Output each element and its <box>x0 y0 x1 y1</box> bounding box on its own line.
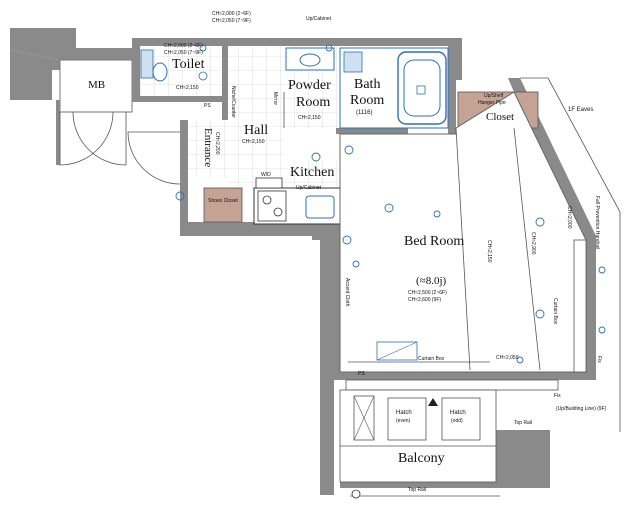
shoes-closet-label: Shoes Closet <box>208 198 238 204</box>
fix-1: Fix <box>596 356 602 363</box>
entrance-ch: CH≈2,200 <box>214 132 220 155</box>
hatch-odd-box <box>441 397 481 441</box>
top-rail-2: Top Rail <box>408 487 427 493</box>
bedroom-floor <box>339 91 587 373</box>
bedroom-size: (≈8.0j) <box>416 275 447 287</box>
powder-ch: CH≈2,150 <box>298 115 321 121</box>
room-entrance: Entrance <box>202 128 214 168</box>
hatch-even-box <box>387 397 427 441</box>
room-bath: Bath <box>354 77 381 92</box>
balcony-bottom-rail <box>340 482 500 488</box>
mb-block <box>59 59 133 113</box>
washer <box>255 177 283 189</box>
window-strip <box>345 379 559 391</box>
up-cabinet-kitchen: Up/Cabinet <box>296 185 322 191</box>
bath-bottom-wall <box>336 128 408 134</box>
hall-floor <box>228 46 284 166</box>
hall-top-wall <box>222 46 228 156</box>
balcony <box>339 389 500 499</box>
toilet-left-wall <box>132 38 140 100</box>
bath-drain <box>416 85 426 95</box>
ch-2150-a: CH≈2,150 <box>486 240 492 263</box>
powder-sink <box>285 47 335 71</box>
top-right-wall <box>455 38 462 80</box>
top-wall <box>132 38 462 46</box>
hatch-1: Hatch <box>396 410 412 416</box>
room-bath-room: Room <box>350 93 385 108</box>
ch-top-1: CH≈2,000 (2~6F) <box>212 11 251 17</box>
mb-label: MB <box>88 79 106 91</box>
ceiling-line-1 <box>455 127 471 371</box>
up-building-line: (Up/Building Line) (9F) <box>556 406 607 412</box>
closet-hanger: Hanger Pipe <box>478 100 506 106</box>
left-lower-block <box>180 222 320 236</box>
north-arrow <box>428 398 438 406</box>
bathtub-inner <box>403 59 441 117</box>
ps-bottom: PS <box>358 371 365 377</box>
niche-label: Niche/Counter <box>230 86 236 118</box>
kitchen-sink <box>305 195 335 219</box>
ch-2900: CH≈2,900 <box>530 232 536 255</box>
room-bedroom: Bed Room <box>404 234 465 249</box>
accent-cloth: Accent Cloth <box>344 278 350 307</box>
room-toilet: Toilet <box>172 57 205 72</box>
toilet-fixture <box>140 49 208 82</box>
bedroom <box>339 91 587 373</box>
shower-area <box>343 51 363 73</box>
wd-label: W/D <box>261 172 271 178</box>
ps-left: PS <box>204 103 211 109</box>
hatch-2: Hatch <box>450 410 466 416</box>
right-window <box>573 239 587 373</box>
mirror-label: Mirror <box>272 92 278 106</box>
lower-left-wall <box>312 222 334 495</box>
electrical-markers <box>175 44 606 364</box>
curtain-box-h: Curtain Box <box>418 356 445 362</box>
toilet-ch-1: CH≈2,000 (2~6F) <box>164 43 203 49</box>
closet-up: Up/Shelf <box>484 93 504 99</box>
toilet-ch-2: CH≈2,050 (7~9F) <box>164 50 203 56</box>
hatch-2-sub: (odd) <box>451 418 463 424</box>
bath-room <box>339 47 449 129</box>
ch-2050: CH≈2,050 <box>496 355 519 361</box>
room-hall: Hall <box>244 123 269 138</box>
right-diagonal-wall <box>508 78 596 372</box>
room-kitchen: Kitchen <box>290 165 335 180</box>
bathtub <box>397 51 447 125</box>
entrance-left-wall <box>180 120 188 230</box>
bath-right-wall <box>448 46 456 134</box>
bed-ch-1: CH≈2,500 (2~6F) <box>408 290 447 296</box>
curtain-box-v: Curtain Box <box>552 298 558 325</box>
stove <box>257 190 287 222</box>
toilet-ch-3: CH≈2,150 <box>176 85 199 91</box>
top-rail-1: Top Rail <box>514 420 533 426</box>
bedroom-left-wall <box>334 188 340 378</box>
eaves-label: 1F Eaves <box>568 107 594 113</box>
fall-handrail: Fall Prevention Handrail <box>594 196 600 250</box>
bedroom-bottom-wall <box>334 372 596 380</box>
shoes-closet <box>203 187 243 223</box>
drain-circle <box>351 489 361 499</box>
eaves-outline <box>520 77 621 432</box>
hatch-1-sub: (even) <box>396 418 411 424</box>
entrance-floor <box>188 120 228 178</box>
top-left-wall <box>10 28 132 60</box>
hall-ch: CH≈2,150 <box>242 139 265 145</box>
balcony-right-block <box>496 430 550 488</box>
bath-size: (1116) <box>356 110 373 116</box>
room-powder: Powder <box>288 78 331 93</box>
left-lower-wall <box>52 100 60 165</box>
up-cabinet-top: Up/Cabinet <box>306 16 332 22</box>
left-wall-mb <box>10 50 60 100</box>
walls <box>10 28 596 495</box>
room-powder-room: Room <box>296 95 331 110</box>
closet-label: Closet <box>486 111 515 123</box>
ceiling-line-2 <box>513 127 541 371</box>
ch-2000: CH≈2,000 <box>566 206 572 229</box>
bed-ch-2: CH≈2,600 (9F) <box>408 297 442 303</box>
toilet-bottom-wall <box>132 96 222 102</box>
ch-top-2: CH≈2,050 (7~9F) <box>212 18 251 24</box>
fix-2: Fix <box>554 393 561 399</box>
room-balcony: Balcony <box>398 451 445 466</box>
